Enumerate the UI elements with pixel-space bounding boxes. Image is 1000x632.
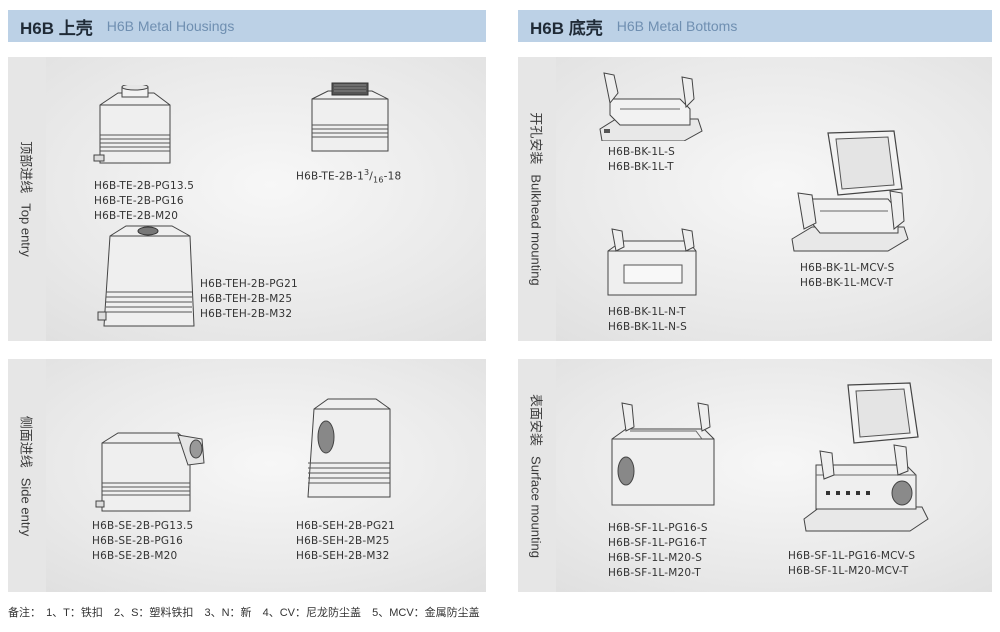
housing-te-large-thread-image <box>311 82 389 152</box>
side-strip: 顶部进线 Top entry <box>8 57 46 341</box>
right-header-title: H6B 底壳 <box>530 18 603 38</box>
footnote-item: 2、S：塑料铁扣 <box>113 607 194 619</box>
code-item: H6B-SEH-2B-M32 <box>296 550 390 562</box>
bottom-sf-1l-mcv-image <box>803 382 929 532</box>
side-label-side-entry: 侧面进线 Side entry <box>18 415 37 536</box>
code-item: H6B-SF-1L-PG16-T <box>608 537 707 549</box>
code-item: H6B-TEH-2B-M32 <box>200 308 293 320</box>
code-item: H6B-TE-2B-PG16 <box>94 195 184 207</box>
code-item: H6B-SE-2B-PG16 <box>92 535 183 547</box>
panel-side-entry: 侧面进线 Side entry H6B-SE-2B-PG13.5 H6B-SE-2… <box>8 359 486 592</box>
code-item: H6B-SE-2B-M20 <box>92 550 178 562</box>
label-en: Surface mounting <box>528 455 544 558</box>
side-strip: 开孔安装 Bulkhead mounting <box>518 57 556 341</box>
label-en: Top entry <box>18 203 34 257</box>
label-cn: 开孔安装 <box>528 112 544 165</box>
code-item: H6B-SF-1L-M20-T <box>608 567 701 579</box>
side-label-bulkhead: 开孔安装 Bulkhead mounting <box>528 112 547 285</box>
code-item: H6B-BK-1L-T <box>608 161 674 173</box>
label-en: Side entry <box>18 477 34 536</box>
code-item: H6B-TEH-2B-M25 <box>200 293 293 305</box>
codes-sf-1l-mcv: H6B-SF-1L-PG16-MCV-S H6B-SF-1L-M20-MCV-T <box>788 549 915 579</box>
code-sub: 16 <box>373 175 384 185</box>
panel-top-entry: 顶部进线 Top entry H6B-TE-2B-PG13.5 H6B-TE-2B… <box>8 57 486 341</box>
code-item: H6B-SF-1L-PG16-MCV-S <box>788 550 916 562</box>
bottom-sf-1l-image <box>611 402 715 506</box>
right-header: H6B 底壳 H6B Metal Bottoms <box>518 10 992 42</box>
code-item: H6B-TE-2B-PG13.5 <box>94 180 195 192</box>
bottom-bk-1l-image <box>599 72 703 141</box>
code-item: H6B-SF-1L-M20-S <box>608 552 703 564</box>
code-item: H6B-BK-1L-S <box>608 146 675 158</box>
label-cn: 顶部进线 <box>18 141 34 194</box>
codes-te-large-thread: H6B-TE-2B-13/16-18 <box>296 165 401 188</box>
side-strip: 侧面进线 Side entry <box>8 359 46 592</box>
code-item: H6B-BK-1L-N-T <box>608 306 686 318</box>
side-label-top-entry: 顶部进线 Top entry <box>18 141 37 257</box>
code-item: H6B-BK-1L-MCV-T <box>800 277 894 289</box>
code-item: H6B-TE-2B-M20 <box>94 210 179 222</box>
left-header: H6B 上壳 H6B Metal Housings <box>8 10 486 42</box>
footnote-item: 4、CV：尼龙防尘盖 <box>262 607 362 619</box>
codes-sf-1l: H6B-SF-1L-PG16-S H6B-SF-1L-PG16-T H6B-SF… <box>608 521 708 581</box>
code-item: H6B-SE-2B-PG13.5 <box>92 520 194 532</box>
housing-te-image <box>93 85 171 164</box>
side-label-surface: 表面安装 Surface mounting <box>528 394 547 558</box>
code-item: H6B-SF-1L-PG16-S <box>608 522 708 534</box>
left-header-subtitle: H6B Metal Housings <box>106 18 235 34</box>
code-item: H6B-SEH-2B-M25 <box>296 535 390 547</box>
codes-bk-1l-n: H6B-BK-1L-N-T H6B-BK-1L-N-S <box>608 305 687 335</box>
code-item: H6B-SEH-2B-PG21 <box>296 520 396 532</box>
code-item: H6B-TEH-2B-PG21 <box>200 278 298 290</box>
footnote-lead: 备注： <box>8 607 41 619</box>
code-item: H6B-SF-1L-M20-MCV-T <box>788 565 909 577</box>
code-sup: 3 <box>364 168 370 177</box>
codes-bk-1l: H6B-BK-1L-S H6B-BK-1L-T <box>608 145 675 175</box>
codes-seh: H6B-SEH-2B-PG21 H6B-SEH-2B-M25 H6B-SEH-2… <box>296 519 395 564</box>
label-cn: 侧面进线 <box>18 415 34 468</box>
code-item: H6B-TE-2B-13/16-18 <box>296 168 402 185</box>
footnote: 备注： 1、T：铁扣 2、S：塑料铁扣 3、N：新 4、CV：尼龙防尘盖 5、M… <box>8 604 488 620</box>
housing-seh-image <box>307 398 391 498</box>
right-header-subtitle: H6B Metal Bottoms <box>616 18 738 34</box>
footnote-item: 5、MCV：金属防尘盖 <box>372 607 480 619</box>
codes-teh: H6B-TEH-2B-PG21 H6B-TEH-2B-M25 H6B-TEH-2… <box>200 277 298 322</box>
footnote-item: 3、N：新 <box>204 607 252 619</box>
housing-teh-image <box>97 225 195 327</box>
label-cn: 表面安装 <box>528 393 544 446</box>
codes-te: H6B-TE-2B-PG13.5 H6B-TE-2B-PG16 H6B-TE-2… <box>94 179 194 224</box>
panel-bulkhead: 开孔安装 Bulkhead mounting H6B-BK-1L-S H6B-BK… <box>518 57 992 341</box>
panel-surface: 表面安装 Surface mounting H6B-SF-1L-PG16-S H6… <box>518 359 992 592</box>
code-item: H6B-BK-1L-MCV-S <box>800 262 895 274</box>
bottom-bk-1l-mcv-image <box>791 130 909 252</box>
code-suffix: -18 <box>383 170 402 183</box>
code-item: H6B-BK-1L-N-S <box>608 321 688 333</box>
label-en: Bulkhead mounting <box>528 174 544 286</box>
housing-se-image <box>95 432 205 512</box>
code-prefix: H6B-TE-2B-1 <box>296 170 364 183</box>
side-strip: 表面安装 Surface mounting <box>518 359 556 592</box>
left-header-title: H6B 上壳 <box>20 18 93 38</box>
codes-se: H6B-SE-2B-PG13.5 H6B-SE-2B-PG16 H6B-SE-2… <box>92 519 193 564</box>
codes-bk-1l-mcv: H6B-BK-1L-MCV-S H6B-BK-1L-MCV-T <box>800 261 895 291</box>
footnote-item: 1、T：铁扣 <box>46 607 103 619</box>
bottom-bk-1l-n-image <box>607 228 697 296</box>
